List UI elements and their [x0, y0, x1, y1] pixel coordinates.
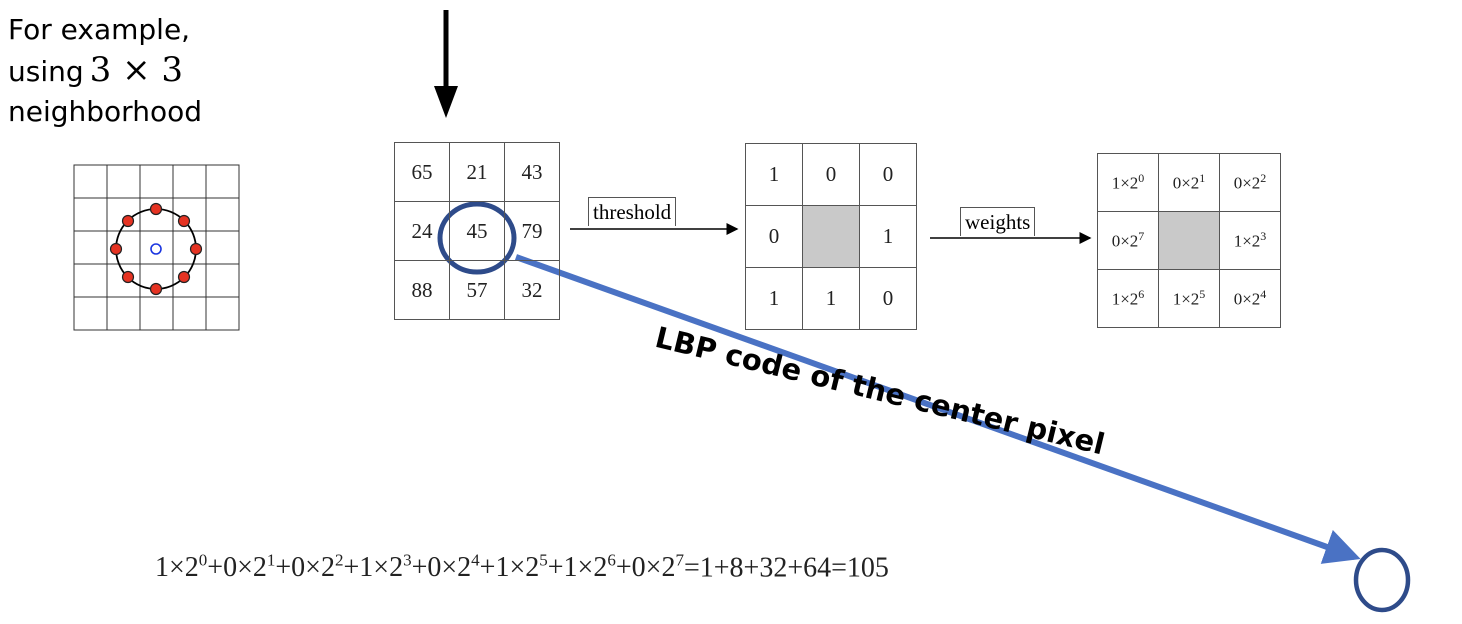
weight-cell: 0×21	[1158, 153, 1220, 212]
center-point	[150, 243, 162, 255]
formula-result: 105	[846, 552, 889, 584]
lbp-formula: 1×20+0×21+0×22+1×23+0×24+1×25+1×26+0×27=…	[155, 551, 889, 584]
formula-term: +0×22	[275, 551, 344, 584]
input-cell: 88	[394, 260, 450, 320]
result-highlight-circle	[1353, 547, 1411, 613]
threshold-cell: 0	[745, 205, 803, 268]
input-cell: 57	[449, 260, 505, 320]
weight-cell: 1×23	[1219, 211, 1281, 270]
formula-sum: =1+8+32+64=	[683, 552, 847, 584]
input-cell: 21	[449, 142, 505, 202]
lbp-arrow	[514, 254, 1361, 564]
input-center-cell: 45	[449, 201, 505, 261]
input-cell: 65	[394, 142, 450, 202]
sample-points	[109, 202, 203, 296]
formula-term: +0×24	[411, 551, 480, 584]
threshold-cell: 1	[859, 205, 917, 268]
input-cell: 24	[394, 201, 450, 261]
threshold-cell: 1	[802, 267, 860, 330]
weight-center-cell	[1158, 211, 1220, 270]
neighborhood-grid	[73, 164, 240, 331]
down-arrow	[434, 10, 458, 118]
threshold-cell: 1	[745, 143, 803, 206]
weight-cell: 1×26	[1097, 269, 1159, 328]
intro-line-1: For example,	[8, 13, 191, 46]
input-cell: 79	[504, 201, 560, 261]
formula-term: 1×20	[155, 551, 208, 584]
input-cell: 32	[504, 260, 560, 320]
weights-label: weights	[960, 207, 1036, 236]
threshold-cell: 0	[802, 143, 860, 206]
input-cell: 43	[504, 142, 560, 202]
formula-term: +0×21	[207, 551, 276, 584]
formula-term: +0×27	[615, 551, 684, 584]
formula-term: +1×25	[479, 551, 548, 584]
threshold-cell: 0	[859, 143, 917, 206]
intro-math: 3 × 3	[89, 50, 184, 90]
threshold-cell: 1	[745, 267, 803, 330]
weight-cell: 0×24	[1219, 269, 1281, 328]
weight-cell: 1×25	[1158, 269, 1220, 328]
formula-term: +1×23	[343, 551, 412, 584]
weight-cell: 1×20	[1097, 153, 1159, 212]
intro-line-3: neighborhood	[8, 95, 202, 128]
weight-cell: 0×27	[1097, 211, 1159, 270]
formula-term: +1×26	[547, 551, 616, 584]
threshold-cell: 0	[859, 267, 917, 330]
threshold-label: threshold	[588, 197, 677, 226]
weight-cell: 0×22	[1219, 153, 1281, 212]
threshold-center-cell	[802, 205, 860, 268]
weights-grid: 1×20 0×21 0×22 0×27 1×23 1×26 1×25 0×24	[1097, 153, 1281, 328]
intro-using: using	[8, 55, 84, 88]
